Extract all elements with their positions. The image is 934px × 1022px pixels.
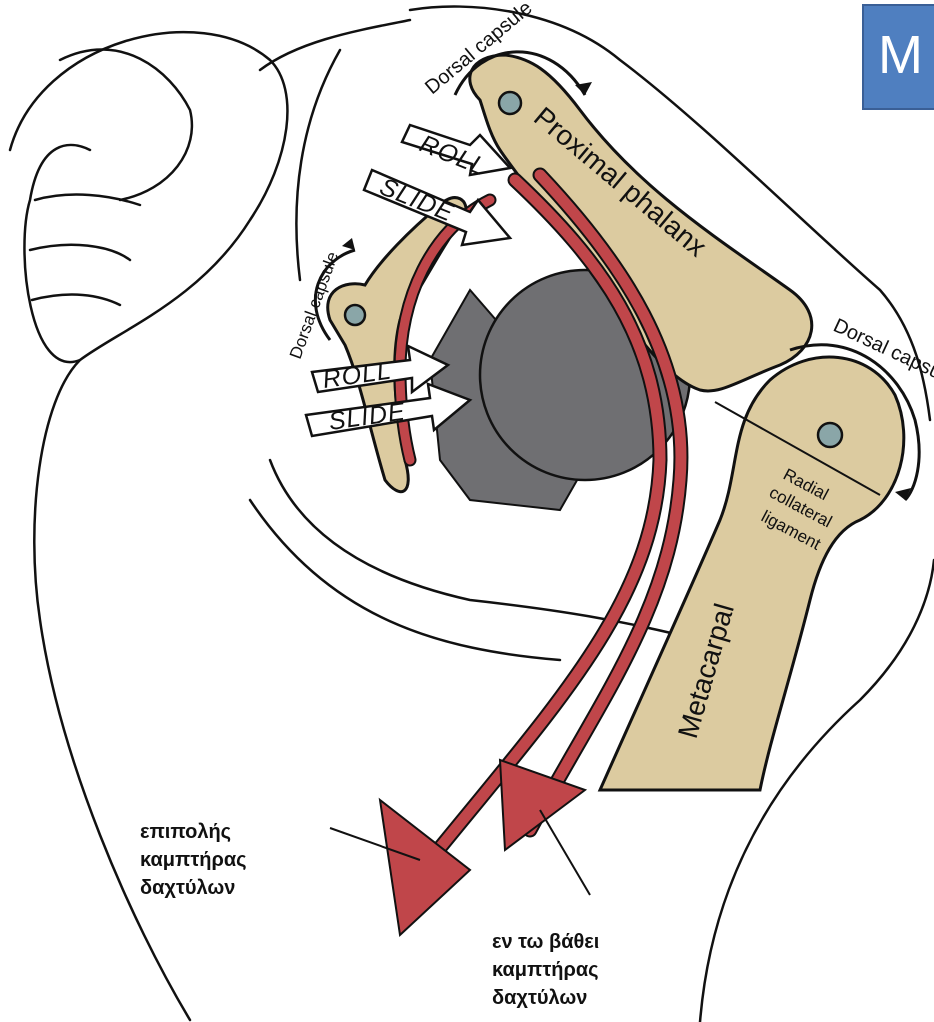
- svg-text:δαχτύλων: δαχτύλων: [140, 877, 235, 899]
- deep-flexor-arrowhead: [500, 760, 585, 850]
- svg-text:καμπτήρας: καμπτήρας: [492, 959, 599, 981]
- svg-text:δαχτύλων: δαχτύλων: [492, 987, 587, 1009]
- svg-text:εν τω βάθει: εν τω βάθει: [492, 931, 599, 953]
- slide-upper-label: SLIDE: [376, 173, 458, 228]
- svg-text:καμπτήρας: καμπτήρας: [140, 849, 247, 871]
- corner-tag-box: M: [862, 4, 934, 110]
- corner-tag-letter: M: [878, 28, 923, 82]
- deep-flexor-label: εν τω βάθει καμπτήρας δαχτύλων: [492, 931, 599, 1009]
- superficial-flexor-label: επιπολής καμπτήρας δαχτύλων: [140, 821, 247, 899]
- svg-text:επιπολής: επιπολής: [140, 821, 231, 843]
